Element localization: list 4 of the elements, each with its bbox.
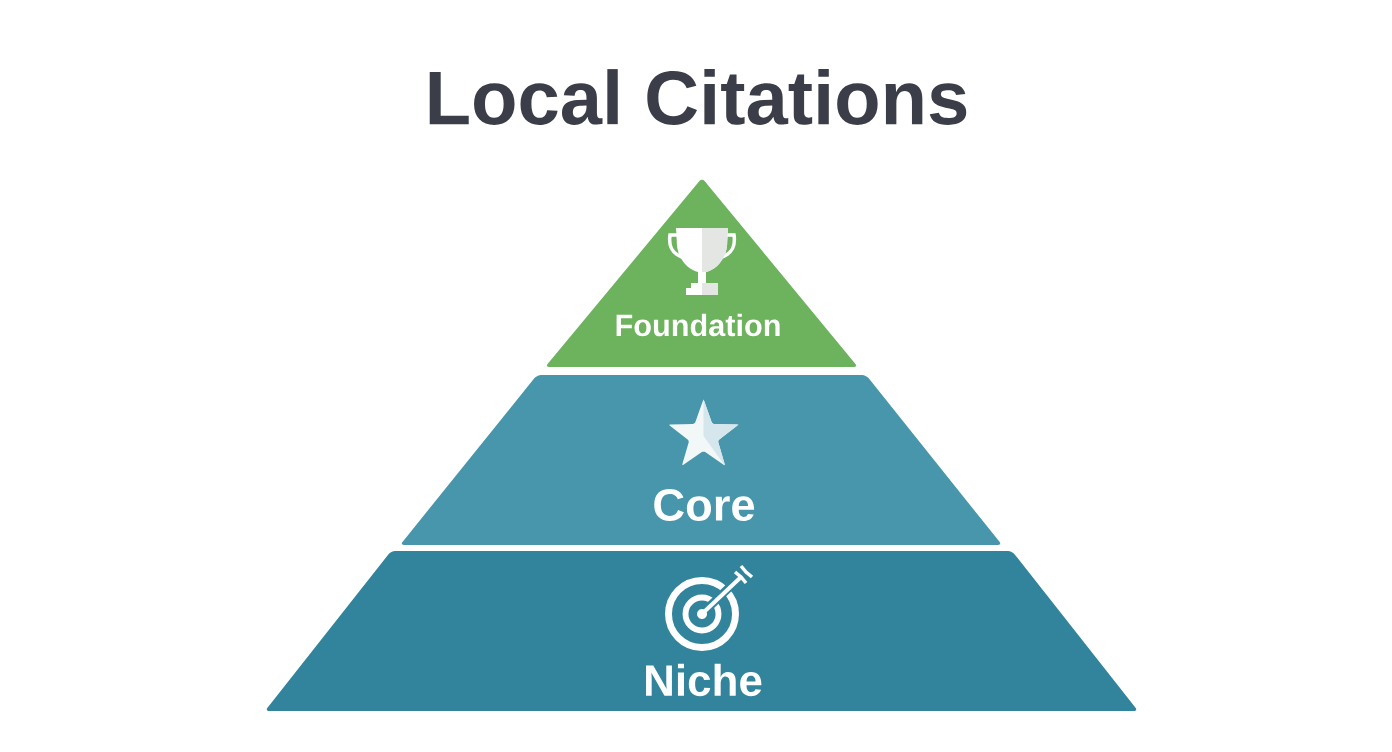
pyramid-tier: Core (401, 375, 1001, 545)
title: Local Citations (429, 69, 967, 125)
pyramid-tier: Foundation (546, 179, 857, 367)
pyramid-tier: Niche (266, 551, 1137, 711)
